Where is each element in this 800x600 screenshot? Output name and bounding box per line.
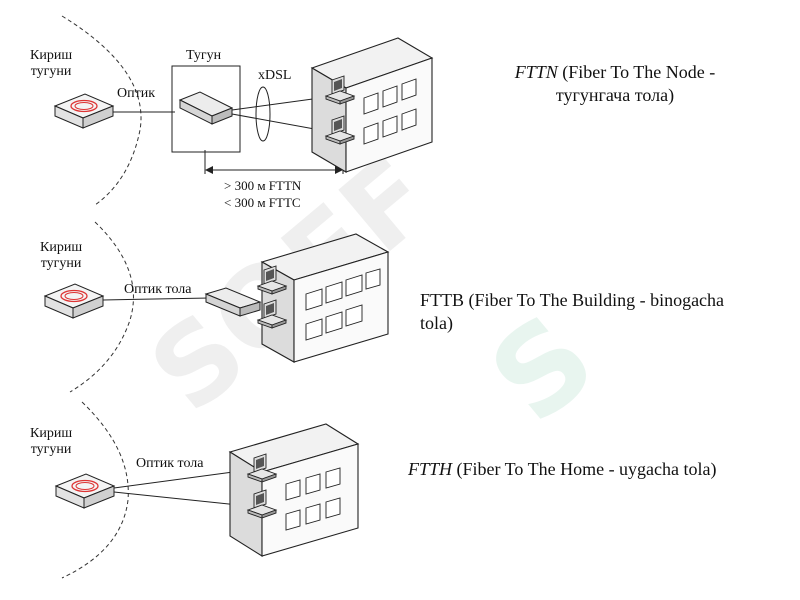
optic-label-1: Оптик — [117, 86, 156, 101]
building-1-icon — [310, 37, 434, 173]
caption-ftth: FTTH (Fiber To The Home - uygacha tola) — [408, 458, 788, 481]
entry-node-router-icon — [54, 93, 114, 129]
coverage-arc-1 — [61, 15, 142, 206]
xdsl-line-bottom — [231, 113, 321, 131]
entry-node-label-1: Кириш тугуни — [30, 48, 73, 79]
caption-fttn-line1: (Fiber To The Node - — [557, 62, 716, 82]
caption-ftth-rest: (Fiber To The Home - uygacha tola) — [452, 459, 717, 479]
xdsl-label: xDSL — [258, 68, 292, 83]
building-2-icon — [260, 233, 390, 363]
caption-fttb: FTTB (Fiber To The Building - binogacha … — [420, 289, 790, 335]
caption-fttn-line2: тугунгача тола) — [555, 85, 675, 105]
caption-fttn-abbr: FTTN — [514, 62, 558, 82]
distance-fttc-label: < 300 м FTTC — [224, 195, 301, 210]
optic-label-2: Оптик тола — [124, 282, 192, 297]
xdsl-line-top — [231, 97, 321, 111]
coverage-arc-3 — [61, 401, 129, 579]
entry-node-label-2: Кириш тугуни — [40, 240, 83, 271]
node-switch-icon — [178, 91, 234, 125]
entry-node-router-icon-3 — [55, 473, 115, 509]
building-switch-icon — [204, 287, 262, 317]
entry-node-router-icon-2 — [44, 283, 104, 319]
caption-ftth-abbr: FTTH — [408, 459, 453, 479]
entry-node-label-3: Кириш тугуни — [30, 426, 73, 457]
node-label: Тугун — [186, 48, 222, 63]
xdsl-bundle-ellipse — [255, 86, 271, 142]
caption-fttb-line2: tola) — [420, 313, 453, 333]
coverage-arc-2 — [69, 221, 134, 393]
caption-fttb-line1: FTTB (Fiber To The Building - binogacha — [420, 290, 725, 310]
optic-label-3: Оптик тола — [136, 456, 204, 471]
optic-line-3b — [113, 491, 249, 507]
optic-line-3a — [113, 469, 249, 489]
optic-line-2 — [102, 297, 211, 301]
distance-fttn-label: > 300 м FTTN — [224, 178, 302, 193]
building-3-icon — [228, 423, 360, 557]
caption-fttn: FTTN (Fiber To The Node - тугунгача тола… — [470, 61, 760, 107]
